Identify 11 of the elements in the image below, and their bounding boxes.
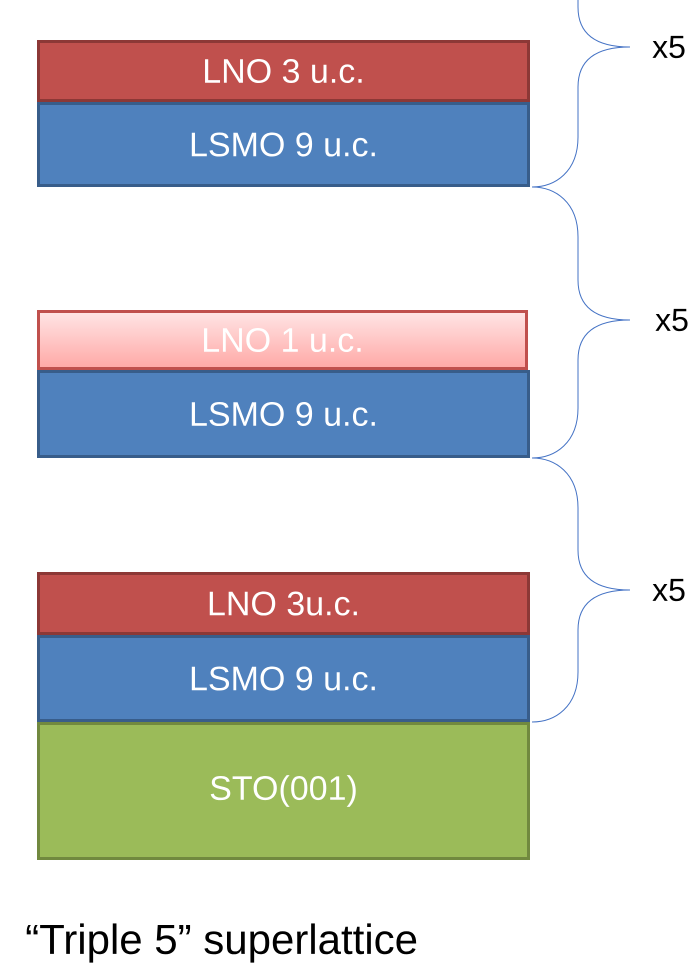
layer-box: LSMO 9 u.c. [37,102,530,187]
layer-box: LNO 1 u.c. [37,310,528,370]
layer-box: LSMO 9 u.c. [37,370,530,458]
layer-box: LNO 3 u.c. [37,40,530,102]
repeat-label: x5 [652,36,685,58]
layer-box: LSMO 9 u.c. [37,635,530,722]
layer-box: STO(001) [37,722,530,860]
layer-box: LNO 3u.c. [37,572,530,635]
repeat-label: x5 [655,308,688,332]
repeat-label: x5 [652,578,685,602]
caption: “Triple 5” superlattice [26,923,416,963]
